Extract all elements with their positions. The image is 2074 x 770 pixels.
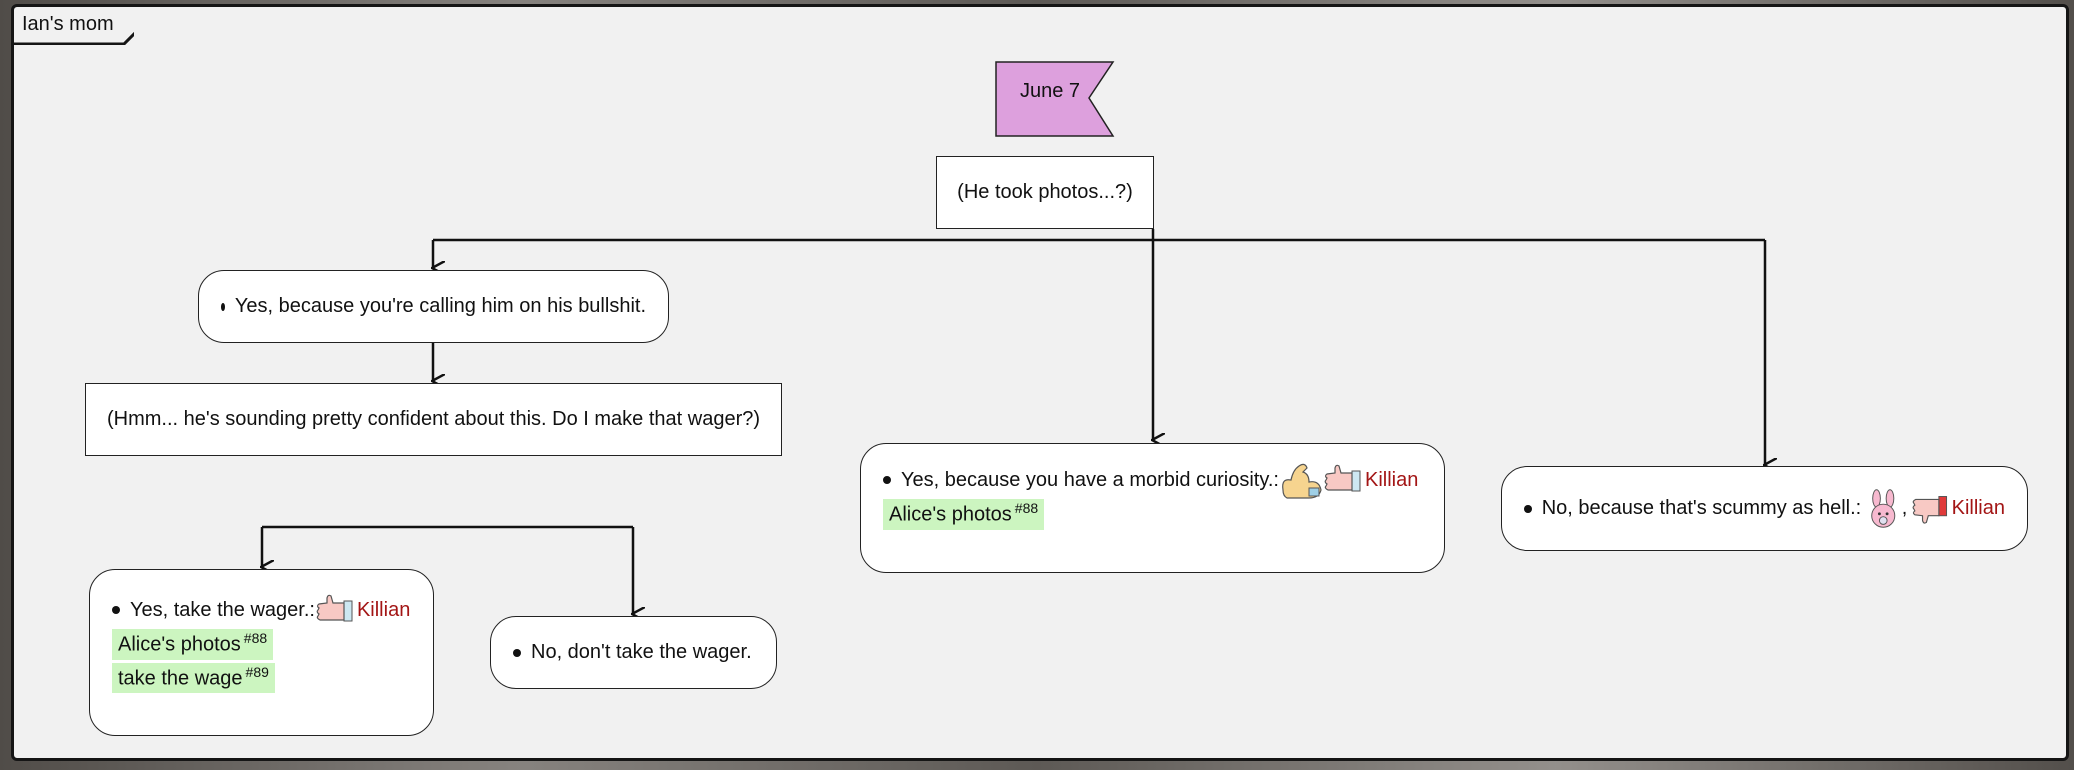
frame-tab-outline bbox=[14, 31, 134, 45]
event-label: June 7 bbox=[1019, 80, 1081, 102]
flexed-bicep-icon bbox=[1282, 463, 1322, 499]
separator: , bbox=[1901, 497, 1908, 519]
bunny-icon bbox=[1871, 488, 1896, 528]
frame-title-tab: Ian's mom bbox=[14, 7, 136, 45]
tag-take-the-wage: take the wage#89 bbox=[112, 662, 275, 694]
followup-prompt-node: (Hmm... he's sounding pretty confident a… bbox=[85, 383, 782, 456]
prompt-node: (He took photos...?) bbox=[936, 156, 1154, 229]
thumbs-down-icon bbox=[1912, 495, 1948, 524]
tag-alice-photos: Alice's photos#88 bbox=[112, 629, 274, 660]
tag-alice-photos: Alice's photos#88 bbox=[883, 499, 1045, 530]
choice-text: No, don't take the wager. bbox=[531, 641, 752, 663]
bullet bbox=[1524, 504, 1532, 513]
choice-bullshit: Yes, because you're calling him on his b… bbox=[198, 270, 669, 343]
character-name: Killian bbox=[356, 598, 411, 621]
choice-no-wager: No, don't take the wager. bbox=[490, 616, 777, 689]
character-name: Killian bbox=[1365, 468, 1419, 491]
event-flag bbox=[995, 61, 1115, 137]
choice-text: Yes, because you have a morbid curiosity… bbox=[901, 468, 1279, 491]
choice-scummy: No, because that's scummy as hell.: , Ki… bbox=[1501, 466, 2028, 551]
bullet bbox=[221, 302, 225, 311]
choice-morbid: Yes, because you have a morbid curiosity… bbox=[860, 443, 1445, 573]
choice-text: Yes, because you're calling him on his b… bbox=[234, 295, 646, 317]
choice-text: No, because that's scummy as hell.: bbox=[1541, 497, 1862, 519]
choice-text: Yes, take the wager.: bbox=[130, 598, 315, 621]
bullet bbox=[112, 606, 120, 614]
prompt-text: (He took photos...?) bbox=[957, 181, 1133, 203]
bullet bbox=[883, 476, 891, 484]
followup-prompt-text: (Hmm... he's sounding pretty confident a… bbox=[106, 408, 761, 430]
frame-title: Ian's mom bbox=[22, 13, 114, 35]
choice-take-wager: Yes, take the wager.: Killian Alice's ph… bbox=[89, 569, 434, 736]
bullet bbox=[513, 648, 521, 657]
character-name: Killian bbox=[1951, 497, 2005, 519]
thumbs-up-icon bbox=[1324, 464, 1361, 492]
thumbs-up-icon bbox=[316, 594, 353, 622]
